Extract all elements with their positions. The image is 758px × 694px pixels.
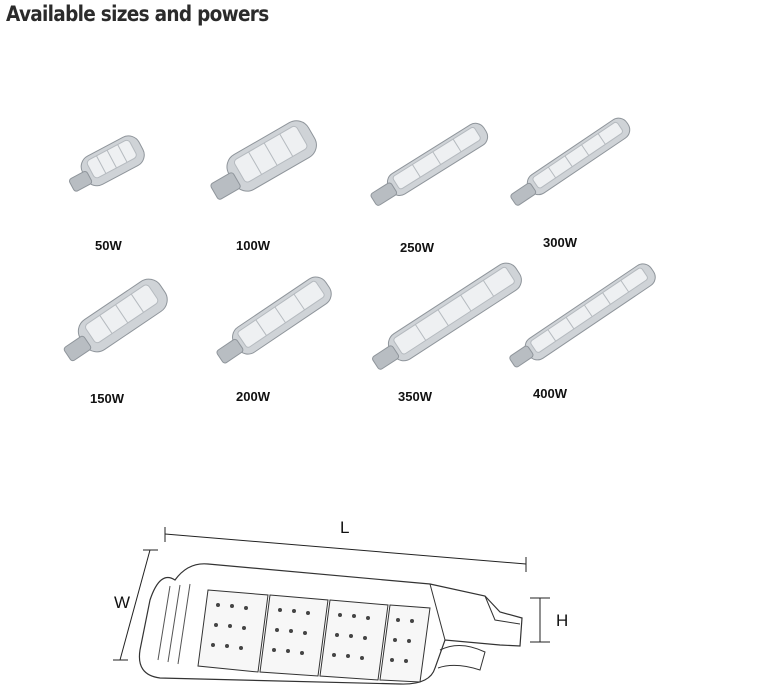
product-image-150w [52,268,182,378]
product-caption: 150W [90,391,124,406]
product-caption: 300W [543,235,577,250]
product-image-100w [200,110,340,215]
page-title: Available sizes and powers [6,2,269,26]
product-caption: 200W [236,389,270,404]
product-image-200w [205,270,345,380]
height-label: H [556,611,568,630]
product-image-300w [500,112,640,222]
width-label: W [114,593,130,612]
product-image-350w [362,252,527,387]
product-caption: 350W [398,389,432,404]
dimension-drawing: L W H [100,500,620,694]
product-image-400w [500,255,660,385]
product-image-250w [360,115,500,220]
product-image-50w [62,128,162,203]
product-caption: 100W [236,238,270,253]
product-caption: 250W [400,240,434,255]
product-caption: 400W [533,386,567,401]
length-label: L [340,518,349,537]
product-caption: 50W [95,238,122,253]
